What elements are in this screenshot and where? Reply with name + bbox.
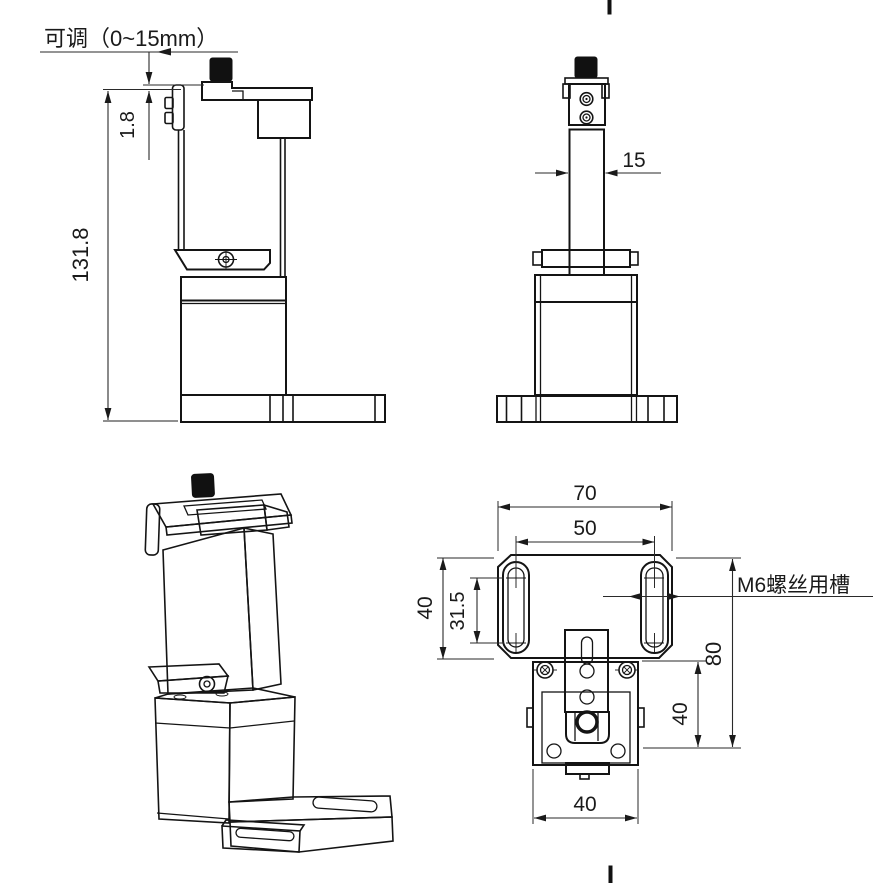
top-plate (201, 81, 313, 101)
body-width-dimension: 40 (573, 793, 596, 816)
side-tab (637, 707, 645, 728)
clip-tab-lower (164, 111, 174, 125)
base-front-face (229, 816, 394, 853)
base-slot (312, 796, 378, 813)
body-top-slot (173, 694, 187, 700)
slot-length-dimension: 31.5 (447, 592, 469, 631)
knob (191, 473, 215, 498)
lower-body-inner (541, 691, 631, 764)
gap-dimension: 1.8 (117, 111, 139, 139)
head-screw (579, 91, 594, 107)
overall-width-dimension: 70 (573, 482, 596, 505)
wedge-screw (198, 675, 216, 693)
overall-height-dimension: 131.8 (68, 227, 93, 282)
base-top-face (228, 795, 393, 823)
top-plate-front-edge (165, 514, 293, 536)
isometric-view (144, 473, 394, 853)
top-view-part (497, 554, 673, 780)
top-plate-slot (183, 499, 267, 516)
bottom-center-mark (608, 865, 613, 883)
top-view-dimensions: 70 50 40 31.5 M6螺丝用槽 80 40 (414, 482, 873, 824)
corner-hole (546, 743, 562, 759)
column (568, 128, 605, 276)
wedge-screw (215, 249, 237, 270)
clip-tab-upper (164, 96, 174, 110)
pivot-hole (575, 710, 599, 734)
body-right-face (228, 696, 296, 803)
top-center-mark (607, 0, 612, 15)
head-screw (579, 110, 594, 125)
slot-spacing-dimension: 50 (573, 517, 596, 540)
jaw-block (257, 99, 311, 139)
lower-depth-dimension: 40 (669, 702, 692, 725)
wedge-clamp (173, 249, 271, 271)
front-block (221, 825, 301, 853)
body-front-face (154, 697, 231, 824)
m6-slot-left (502, 561, 530, 654)
body-top-slot (215, 691, 229, 697)
cross-arm (541, 249, 631, 268)
center-tongue (564, 629, 609, 713)
jaw-block-side (263, 503, 290, 531)
knob (574, 56, 598, 79)
servo-body (534, 274, 638, 396)
clevis (565, 711, 610, 744)
support-column (243, 527, 282, 691)
front-view: 15 (496, 56, 678, 423)
mount-screw (533, 661, 557, 679)
tongue-slot (580, 636, 594, 665)
front-view-part (496, 56, 678, 423)
tongue-hole (579, 689, 595, 705)
top-view: 70 50 40 31.5 M6螺丝用槽 80 40 (414, 482, 873, 824)
slot-note-label: M6螺丝用槽 (737, 574, 850, 597)
front-block-slot (235, 827, 295, 842)
sheet-center-marks (607, 0, 613, 883)
knob (209, 57, 233, 82)
plate-depth-dimension: 40 (414, 596, 437, 619)
m6-slot-right (640, 561, 669, 654)
cross-arm-cap (532, 251, 543, 266)
overall-depth-dimension: 80 (701, 642, 726, 666)
cross-arm-cap (629, 251, 639, 266)
side-tab (526, 707, 534, 728)
base-plate (496, 395, 678, 423)
side-view-dimensions: 可调（0~15mm） 1.8 131.8 (40, 26, 238, 422)
clip-bracket (171, 84, 185, 131)
mount-plate (497, 554, 673, 659)
leader-arrow (157, 48, 171, 56)
plate-notch (232, 90, 244, 99)
column-width-dimension: 15 (622, 149, 645, 172)
head-block (568, 83, 606, 126)
front-view-dimensions: 15 (535, 149, 661, 177)
bottom-nub (579, 773, 590, 780)
tongue-hole (579, 663, 595, 679)
side-view-part (164, 57, 386, 423)
mount-screw (615, 661, 639, 679)
phone-plate (162, 526, 254, 695)
front-block-top (221, 819, 306, 832)
corner-hole (610, 743, 626, 759)
wedge-screw (203, 680, 211, 688)
side-view: 可调（0~15mm） 1.8 131.8 (40, 26, 386, 423)
adjustable-range-label: 可调（0~15mm） (44, 26, 218, 51)
servo-body (180, 276, 287, 396)
